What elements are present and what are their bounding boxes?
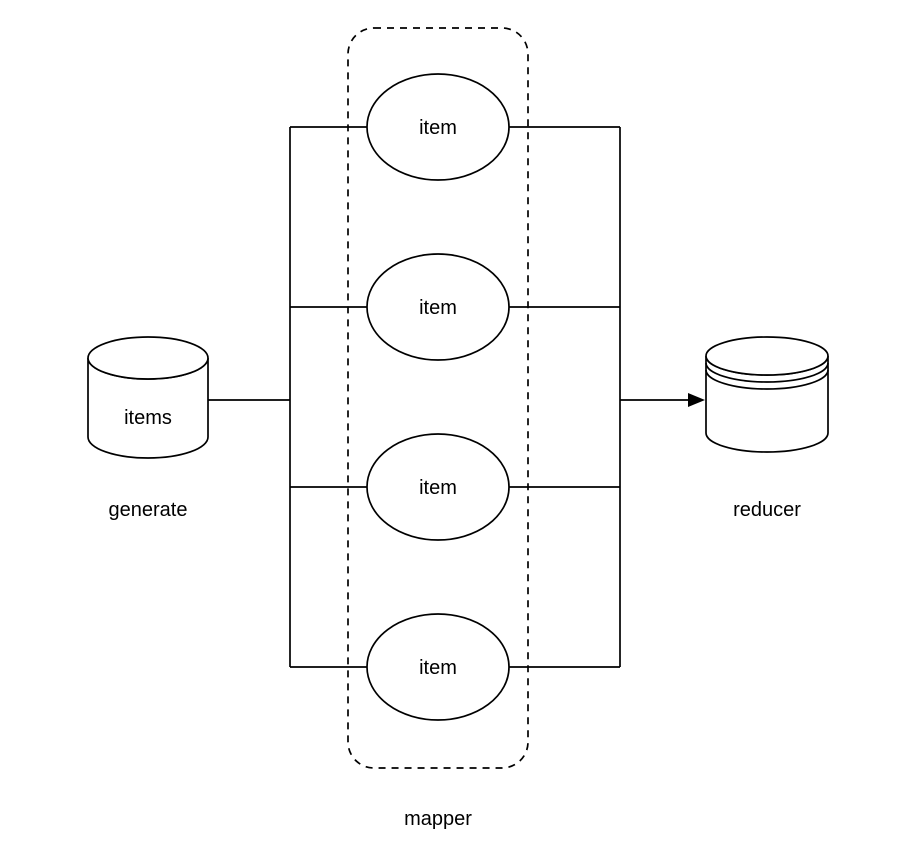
caption-mapper: mapper <box>404 808 472 830</box>
caption-reducer: reducer <box>733 499 801 521</box>
node-item-2: item <box>366 253 510 361</box>
node-label: item <box>419 657 457 679</box>
node-item-1: item <box>366 73 510 181</box>
node-items-datastore: items <box>87 336 209 459</box>
node-reducer-datastore <box>705 336 829 453</box>
stack-line-2 <box>705 369 829 390</box>
node-item-4: item <box>366 613 510 721</box>
node-label: item <box>419 477 457 499</box>
node-label: item <box>419 297 457 319</box>
cylinder-top <box>87 336 209 380</box>
item-ellipse <box>366 253 510 361</box>
arrowhead <box>688 393 705 407</box>
cylinder-top <box>705 336 829 376</box>
mapper-container <box>347 27 529 769</box>
node-item-3: item <box>366 433 510 541</box>
stack-line-1 <box>705 362 829 383</box>
caption-generate: generate <box>109 499 188 521</box>
item-ellipse <box>366 73 510 181</box>
node-label: items <box>124 407 172 429</box>
item-ellipse <box>366 613 510 721</box>
node-label: item <box>419 117 457 139</box>
item-ellipse <box>366 433 510 541</box>
